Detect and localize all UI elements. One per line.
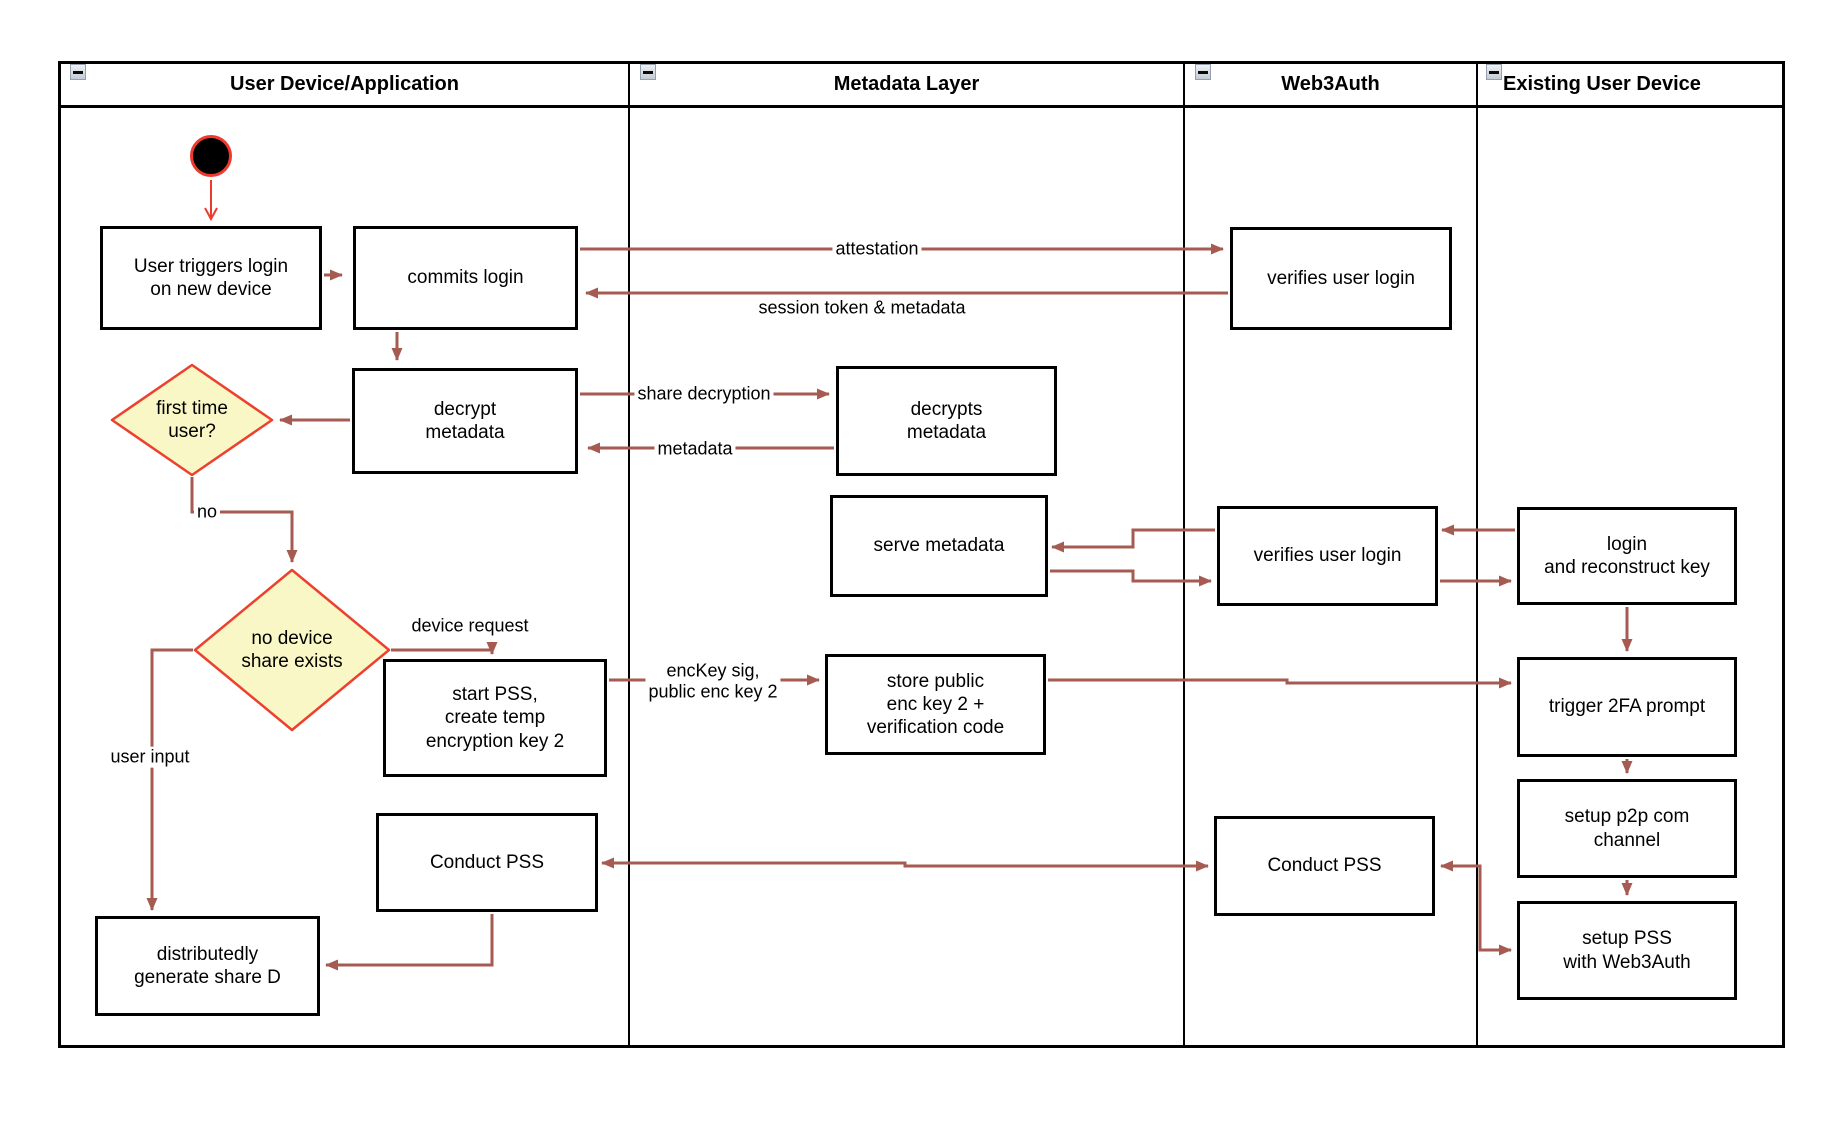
lane-header-metadata-layer: Metadata Layer: [630, 64, 1183, 105]
edge-label-user-input: user input: [107, 746, 193, 768]
lane-header-existing-device: Existing User Device: [1503, 64, 1785, 105]
node-setup-pss: setup PSS with Web3Auth: [1517, 901, 1737, 1000]
lane-title: Metadata Layer: [833, 73, 980, 95]
node-decrypts-metadata: decrypts metadata: [836, 366, 1057, 476]
edge-verifies-to-serve: [1051, 528, 1215, 553]
start-node: [190, 135, 232, 177]
node-user-triggers-login: User triggers login on new device: [100, 226, 322, 330]
lane-title: Web3Auth: [1281, 73, 1380, 95]
minus-icon: [1198, 70, 1208, 74]
node-decrypt-metadata: decrypt metadata: [352, 368, 578, 474]
edge-device-request: [391, 642, 498, 655]
lane-title: Existing User Device: [1503, 73, 1701, 95]
node-store-public-key: store public enc key 2 + verification co…: [825, 654, 1046, 755]
edge-label-attestation: attestation: [832, 238, 922, 260]
swimlane-pool: [58, 61, 1785, 1048]
node-conduct-pss-device: Conduct PSS: [376, 813, 598, 912]
edge-user-input: [146, 648, 193, 911]
decision-first-time-user-label: first time user?: [156, 397, 228, 442]
lane-title: User Device/Application: [230, 73, 459, 95]
node-commits-login: commits login: [353, 226, 578, 330]
edge-label-device-request: device request: [411, 615, 529, 636]
collapse-lane-icon[interactable]: [1486, 64, 1502, 80]
lane-header-separator: [58, 105, 1785, 108]
collapse-lane-icon[interactable]: [70, 64, 86, 80]
lane-header-user-device: User Device/Application: [61, 64, 628, 105]
node-generate-share-d: distributedly generate share D: [95, 916, 320, 1016]
minus-icon: [73, 70, 83, 74]
collapse-lane-icon[interactable]: [1195, 64, 1211, 80]
lane-divider-1: [628, 61, 630, 1048]
edge-serve-to-verifies: [1050, 569, 1212, 587]
edge-label-enckey: encKey sig, public enc key 2: [645, 660, 781, 702]
node-verifies-user-login-top: verifies user login: [1230, 227, 1452, 330]
decision-first-time-user-shape: [110, 363, 274, 477]
decision-no-device-share-shape: [193, 568, 391, 732]
edge-label-session-token: session token & metadata: [758, 297, 966, 318]
edge-store-to-2fa: [1048, 677, 1512, 689]
edge-no-branch: [190, 477, 298, 563]
decision-no-device-share-label: no device share exists: [241, 627, 343, 672]
minus-icon: [643, 70, 653, 74]
edge-conduct-to-generate: [325, 914, 494, 971]
node-setup-p2p: setup p2p com channel: [1517, 779, 1737, 878]
edge-conduct-pss-link: [601, 857, 1209, 872]
lane-divider-2: [1183, 61, 1185, 1048]
edge-label-no: no: [193, 501, 221, 523]
edge-label-metadata: metadata: [654, 438, 736, 460]
lane-header-web3auth: Web3Auth: [1185, 64, 1476, 105]
node-trigger-2fa: trigger 2FA prompt: [1517, 657, 1737, 757]
node-verifies-user-login-mid: verifies user login: [1217, 506, 1438, 606]
edge-label-share-decryption: share decryption: [634, 383, 774, 405]
node-login-reconstruct-key: login and reconstruct key: [1517, 507, 1737, 605]
minus-icon: [1489, 70, 1499, 74]
node-serve-metadata: serve metadata: [830, 495, 1048, 597]
collapse-lane-icon[interactable]: [640, 64, 656, 80]
node-start-pss: start PSS, create temp encryption key 2: [383, 659, 607, 777]
lane-divider-3: [1476, 61, 1478, 1048]
edge-setuppss-conductpss-link: [1440, 860, 1512, 956]
node-conduct-pss-web3auth: Conduct PSS: [1214, 816, 1435, 916]
